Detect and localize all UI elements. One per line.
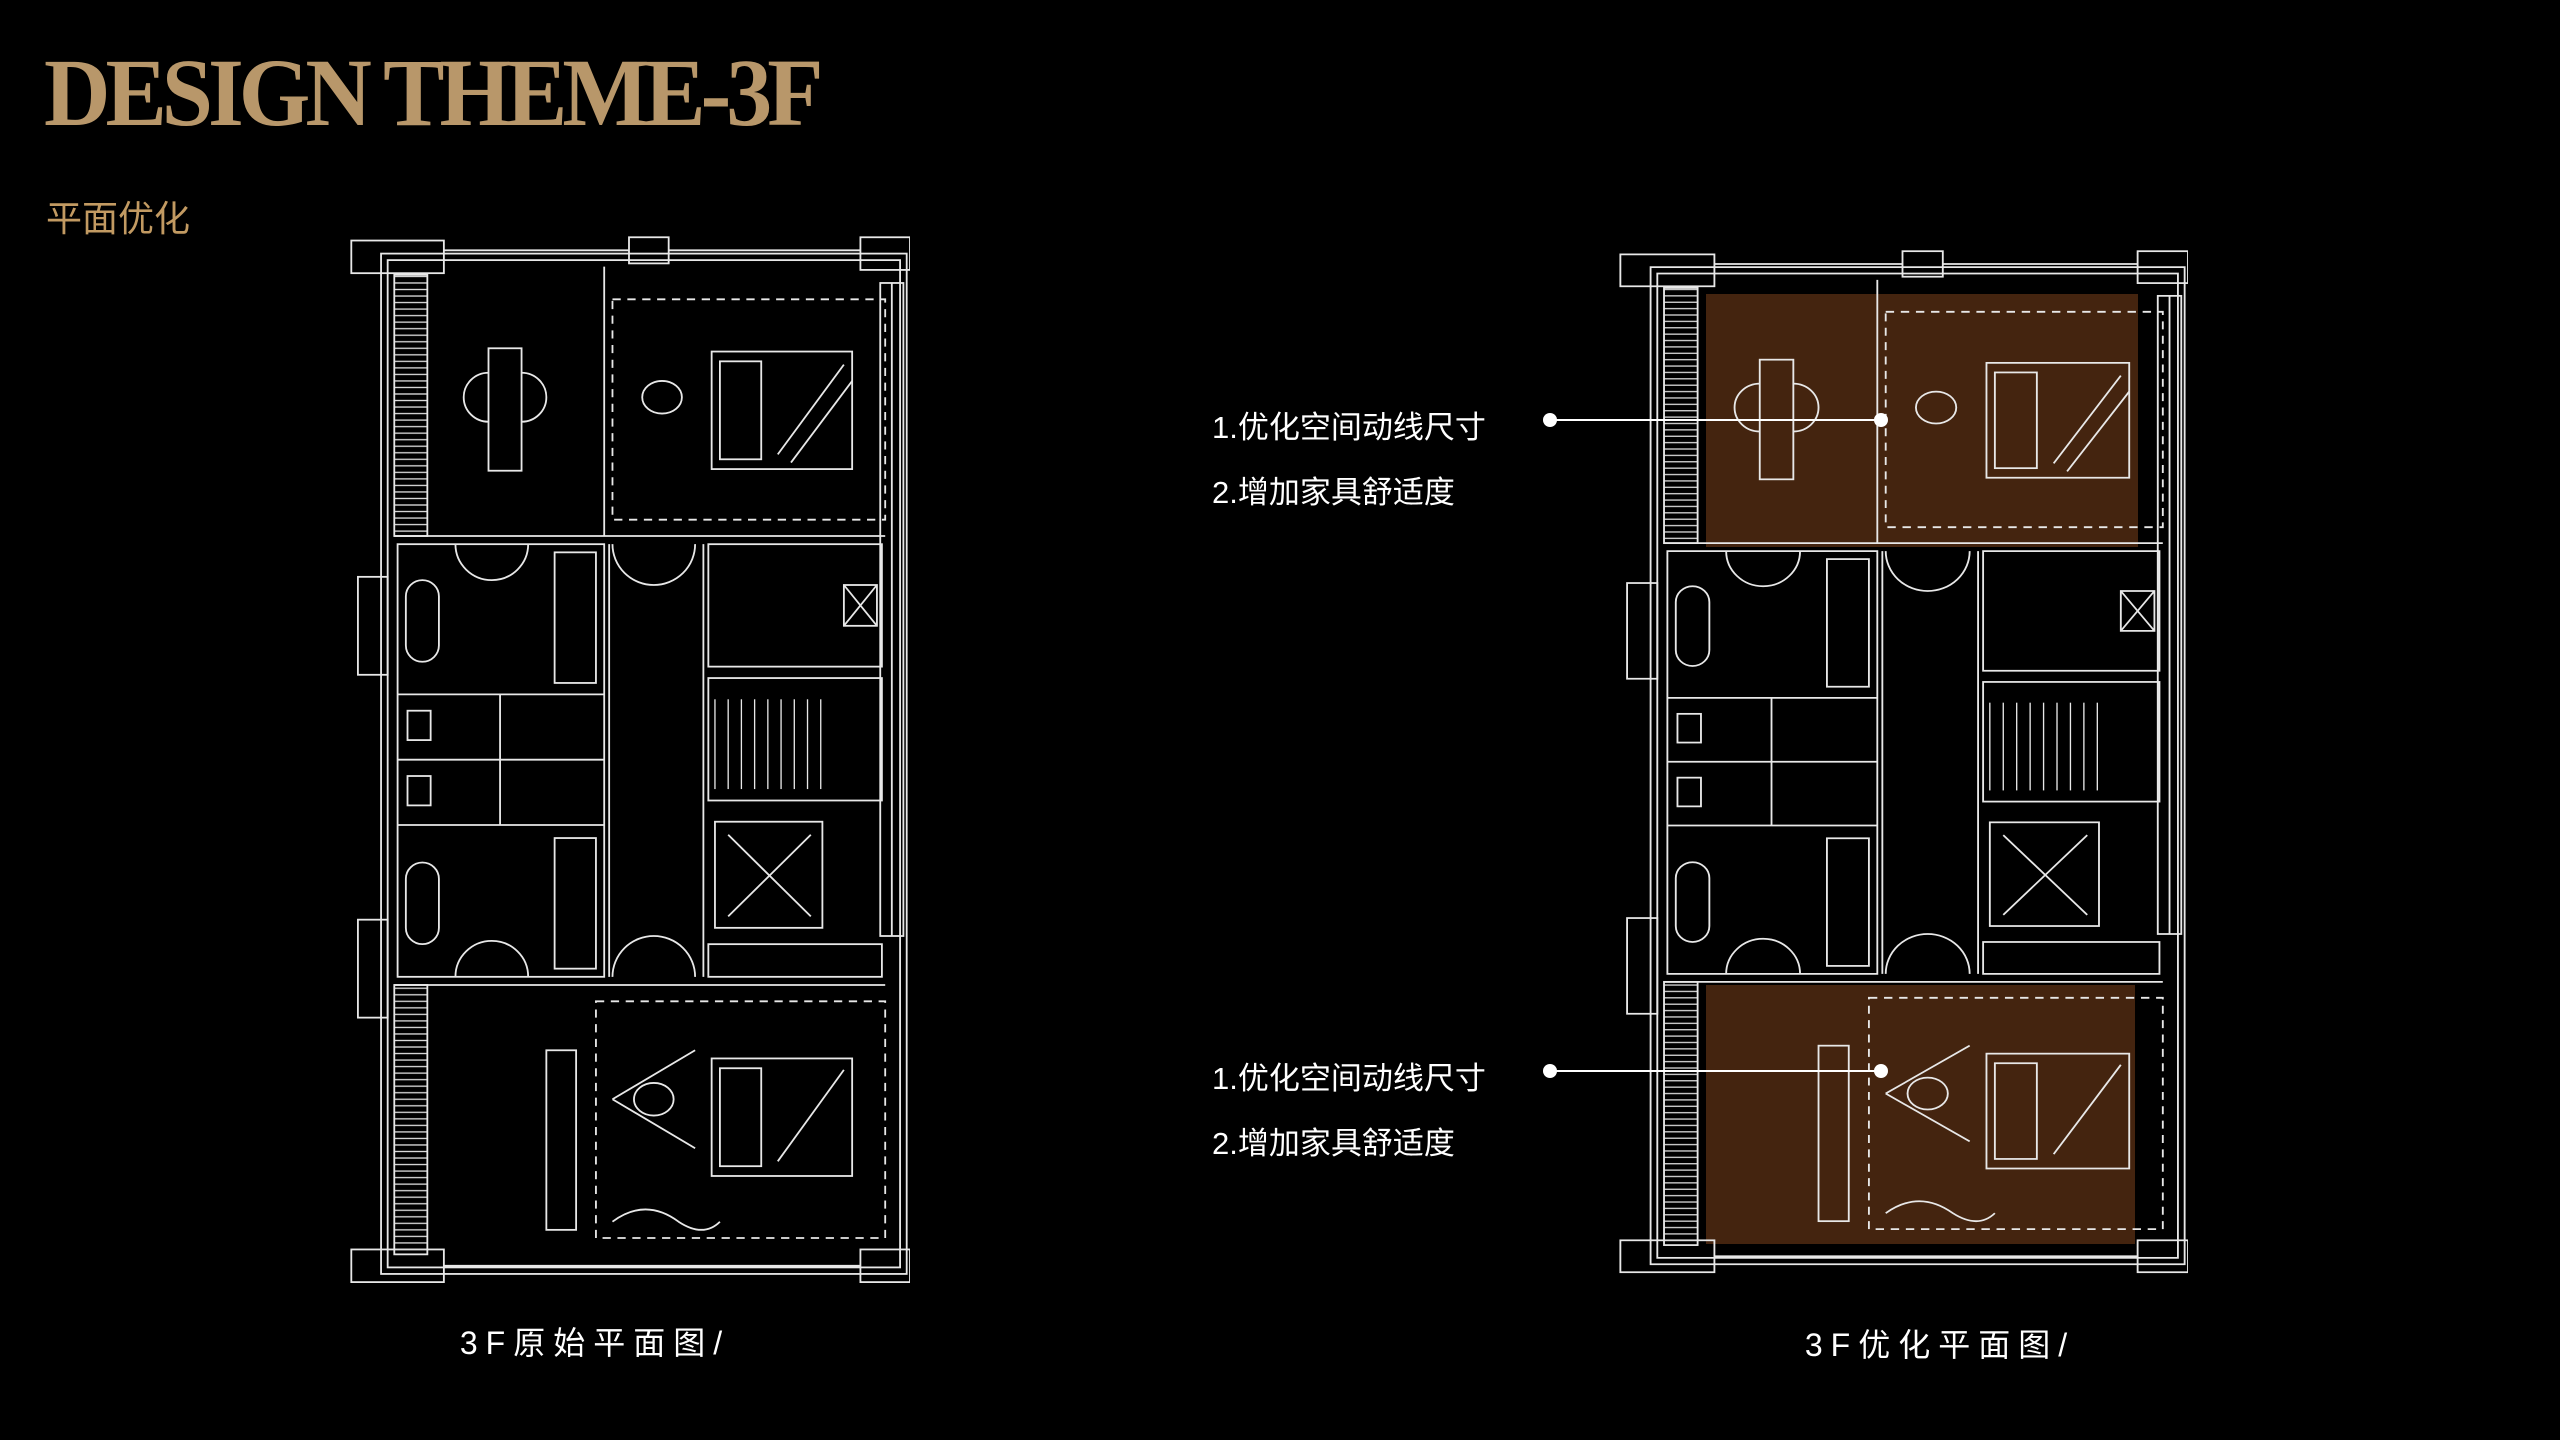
annotation-1-line2: 2.增加家具舒适度 [1212, 475, 1455, 510]
annotation-2-line2: 2.增加家具舒适度 [1212, 1126, 1455, 1161]
optimized-plan-caption: 3F优化平面图/ [1804, 1327, 2076, 1363]
annotation-1-line1: 1.优化空间动线尺寸 [1212, 410, 1486, 445]
annotation-2-leader [1550, 1070, 1881, 1072]
original-floor-plan [348, 234, 910, 1287]
annotation-2-start-dot [1543, 1064, 1557, 1078]
annotation-2-line1: 1.优化空间动线尺寸 [1212, 1061, 1486, 1096]
annotation-2-end-dot [1874, 1064, 1888, 1078]
optimized-floor-plan [1617, 248, 2188, 1277]
annotation-1-start-dot [1543, 413, 1557, 427]
floor-plan-drawing [1617, 248, 2188, 1277]
page-title: DESIGN THEME-3F [44, 38, 823, 146]
annotation-1-end-dot [1874, 413, 1888, 427]
page-subtitle: 平面优化 [46, 198, 191, 239]
original-plan-caption: 3F原始平面图/ [459, 1325, 731, 1361]
annotation-1-leader [1550, 419, 1881, 421]
floor-plan-drawing [348, 234, 910, 1287]
